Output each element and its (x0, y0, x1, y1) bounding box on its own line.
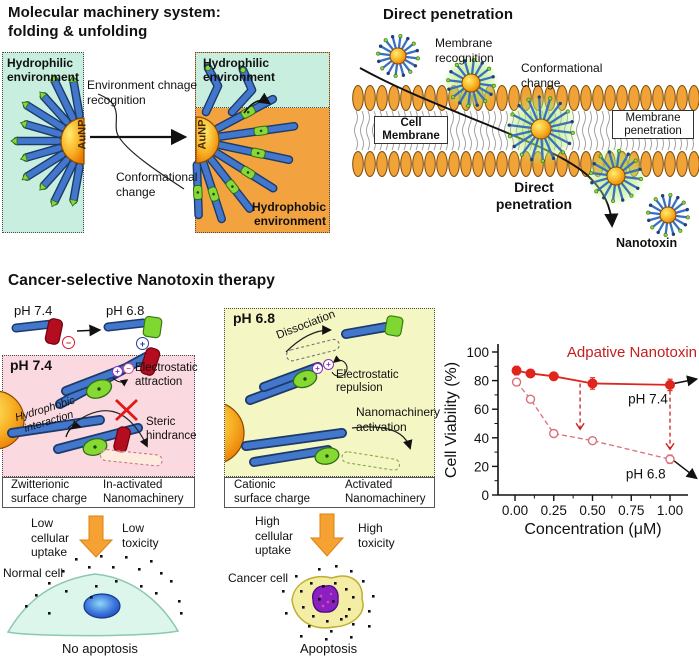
blocked-ghost-rod (99, 448, 163, 467)
svg-text:pH 6.8: pH 6.8 (626, 467, 666, 482)
hydrophilic-left-label: Hydrophilic environment (7, 56, 80, 84)
aunp-right-label: AuNP (196, 119, 209, 150)
nanotoxin-particles (376, 34, 690, 237)
yellow-plus2-icon: + (323, 359, 334, 370)
svg-text:80: 80 (474, 374, 489, 389)
plus-charge-icon: + (136, 337, 149, 350)
minus-charge-icon: − (62, 336, 75, 349)
low-uptake-label: Low cellular uptake (31, 516, 70, 559)
svg-text:40: 40 (474, 431, 489, 446)
svg-text:0.50: 0.50 (579, 503, 605, 518)
viability-chart: 0 20 40 60 80 100 0.00 0.25 0.50 0.75 1.00Concentr… (443, 344, 699, 538)
nanotoxin-star (504, 92, 578, 166)
cancer-nucleus (312, 585, 339, 613)
normal-nucleus (83, 593, 121, 619)
activation-arrow (351, 426, 413, 450)
steric-block-x-icon (115, 398, 138, 422)
caption-zwitterionic: Zwitterionic surface charge (11, 479, 88, 505)
ph-shift-arrow (76, 324, 102, 337)
nanomachinery-activation-label: Nanomachinery activation (356, 405, 441, 434)
svg-text:0.25: 0.25 (541, 503, 567, 518)
nanotoxin-star (646, 193, 690, 237)
pink-ph-label: pH 7.4 (10, 357, 53, 373)
dissociation-arrow (285, 325, 332, 353)
rotation-arrow (243, 92, 271, 114)
dissociated-ghost-rod (285, 338, 340, 362)
caption-activated: Activated Nanomachinery (345, 479, 426, 505)
pink-minus-icon: − (123, 363, 134, 374)
zwitterionic-caption-box: Zwitterionic surface charge In-activated… (2, 477, 195, 508)
environment-change-arrow (90, 93, 188, 190)
membrane-recognition-label: Membrane recognition (435, 36, 494, 65)
svg-text:100: 100 (466, 345, 489, 360)
membrane-penetration-label-box: Membrane penetration (612, 110, 694, 139)
low-uptake-block-arrow (78, 515, 114, 558)
conf-change-label: Conformational change (116, 170, 198, 199)
aunp-right-core (195, 116, 220, 164)
cationic-caption-box: Cationic surface charge Activated Nanoma… (224, 477, 435, 508)
normal-cell-label: Normal cell (3, 566, 64, 580)
normal-cell (6, 555, 183, 637)
aunp-unfolded-particle (192, 63, 299, 224)
folding-title: Molecular machinery system: folding & un… (8, 4, 221, 40)
svg-text:0: 0 (481, 488, 489, 503)
hydrophilic-right-label: Hydrophilic environment (203, 56, 276, 84)
nanotoxin-star (376, 34, 420, 78)
high-uptake-label: High cellular uptake (255, 514, 294, 557)
cell-membrane-label-box: Cell Membrane (374, 116, 448, 144)
caption-inactivated: In-activated Nanomachinery (103, 479, 184, 505)
cancer-cell (282, 565, 375, 641)
direct-penetration-label: Direct penetration (495, 179, 573, 212)
therapy-title: Cancer-selective Nanotoxin therapy (8, 272, 275, 289)
aunp-folded-particle (10, 74, 84, 208)
apoptosis-label: Apoptosis (300, 641, 358, 656)
high-uptake-block-arrow (309, 513, 345, 557)
svg-text:0.00: 0.00 (502, 503, 528, 518)
svg-text:0.75: 0.75 (618, 503, 644, 518)
activated-ghost-rod (341, 451, 401, 471)
svg-text:Concentration (μM): Concentration (μM) (524, 521, 661, 538)
yellow-ph-label: pH 6.8 (233, 310, 276, 326)
aunp-left-label: AuNP (76, 119, 89, 150)
svg-text:pH 7.4: pH 7.4 (628, 391, 668, 406)
electrostatic-repulsion-label: Electrostatic repulsion (336, 369, 399, 394)
pink-plus-icon: + (112, 366, 123, 377)
hydrophobic-label: Hydrophobic environment (252, 200, 326, 228)
mini-ph74-label: pH 7.4 (14, 303, 53, 318)
no-apoptosis-label: No apoptosis (62, 641, 138, 656)
penetration-title: Direct penetration (383, 6, 514, 23)
svg-text:Cell Viability (%): Cell Viability (%) (443, 362, 460, 478)
yellow-plus1-icon: + (312, 363, 323, 374)
svg-text:60: 60 (474, 402, 489, 417)
nanotoxin-star (586, 146, 646, 206)
low-toxicity-label: Low toxicity (122, 521, 159, 550)
dissociated-rod (341, 322, 391, 339)
aunp-left-core (60, 117, 85, 165)
cancer-cell-label: Cancer cell (228, 571, 289, 585)
ph68-rod-schematic (103, 315, 163, 339)
conformational-change-label: Conformational change (521, 61, 603, 90)
activated-nanomachinery (225, 315, 413, 471)
electrostatic-attraction-label: Electrostatic attraction (135, 362, 198, 388)
steric-hindrance-label: Steric hindrance (146, 416, 197, 442)
ph74-rod-schematic (11, 318, 64, 345)
svg-text:20: 20 (474, 459, 489, 474)
nanotoxin-star (443, 55, 499, 111)
mini-ph68-label: pH 6.8 (106, 303, 145, 318)
caption-cationic: Cationic surface charge (234, 479, 311, 505)
nanotoxin-label: Nanotoxin (616, 236, 678, 250)
high-toxicity-label: High toxicity (358, 521, 395, 550)
svg-text:Adpative Nanotoxin: Adpative Nanotoxin (567, 344, 697, 361)
env-change-label: Environment chnage recognition (87, 78, 198, 107)
svg-text:1.00: 1.00 (657, 503, 683, 518)
